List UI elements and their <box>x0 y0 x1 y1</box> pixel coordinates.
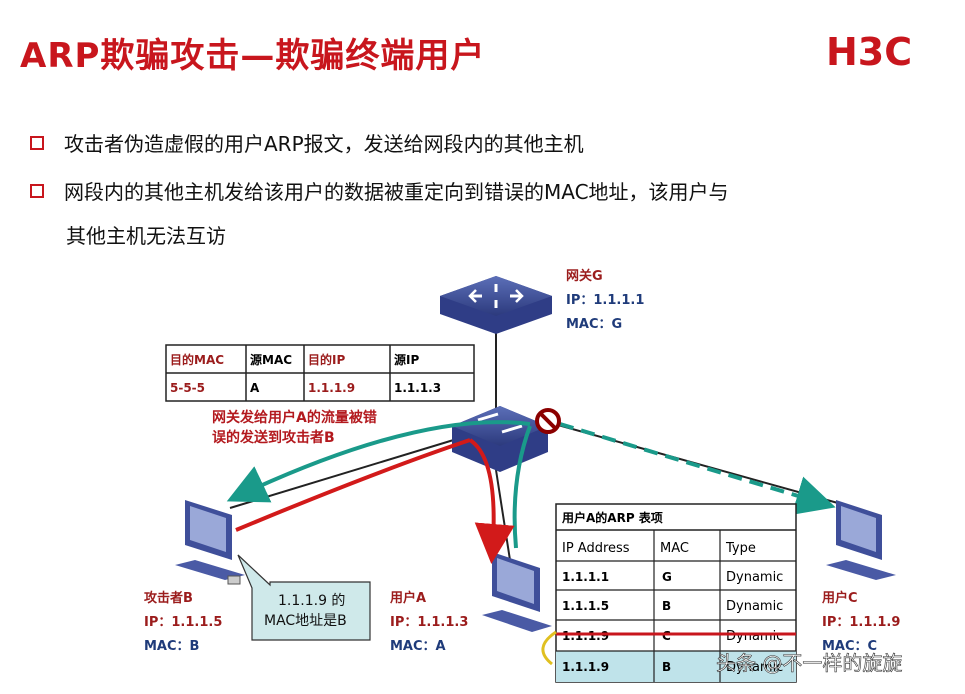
attacker-computer-icon <box>175 500 245 585</box>
packet-cell-dst-mac: 5-5-5 <box>170 381 205 395</box>
user-c-mac: MAC：C <box>822 639 877 654</box>
red-arrow-to-usera <box>468 438 515 564</box>
bullet-item-1: 攻击者伪造虚假的用户ARP报文，发送给网段内的其他主机 <box>30 128 584 157</box>
packet-cell-src-mac: A <box>250 381 260 395</box>
attacker-mac: MAC：B <box>144 639 199 654</box>
user-a-computer-icon <box>482 552 552 632</box>
gateway-ip: IP：1.1.1.1 <box>566 293 644 308</box>
arp-row4-type: Dynamic <box>726 660 783 675</box>
arp-table-title: 用户A的ARP 表项 <box>561 510 663 525</box>
gateway-name: 网关G <box>566 268 603 284</box>
gateway-router-icon <box>440 276 552 334</box>
attacker-name: 攻击者B <box>144 590 193 606</box>
teal-arrow-to-attacker <box>226 420 531 503</box>
watermark: 头条 @不一样的旋旋 <box>716 651 902 675</box>
teal-arrow-to-usera <box>512 425 532 549</box>
bullet-square-icon <box>30 183 44 198</box>
page-title: ARP欺骗攻击—欺骗终端用户 <box>20 36 486 76</box>
arp-row3-type: Dynamic <box>726 629 783 644</box>
callout-line-2: MAC地址是B <box>264 613 347 629</box>
user-c-computer-icon <box>826 500 896 580</box>
switch-icon <box>452 406 548 472</box>
link-switch-usera <box>495 469 511 561</box>
packet-table: 目的MAC 源MAC 目的IP 源IP 5-5-5 A 1.1.1.9 1.1.… <box>165 344 475 402</box>
arp-row4-mac: B <box>662 660 671 674</box>
packet-cell-dst-ip: 1.1.1.9 <box>308 381 355 395</box>
gateway-mac: MAC：G <box>566 317 622 332</box>
user-a-mac: MAC：A <box>390 639 446 654</box>
bullet-text-2: 网段内的其他主机发给该用户的数据被重定向到错误的MAC地址，该用户与 <box>64 180 729 204</box>
red-arrow-attacker-switch <box>235 438 471 532</box>
packet-header-dst-mac: 目的MAC <box>170 352 224 367</box>
arp-row2-ip: 1.1.1.5 <box>562 599 609 613</box>
teal-dashed-arrow-to-userc <box>559 422 836 515</box>
arp-row2-mac: B <box>662 599 671 613</box>
user-a-ip: IP：1.1.1.3 <box>390 615 468 630</box>
user-c-name: 用户C <box>821 590 858 606</box>
user-a-name: 用户A <box>389 590 426 606</box>
blocked-icon <box>535 408 561 434</box>
arp-row-highlight <box>556 651 796 682</box>
packet-cell-src-ip: 1.1.1.3 <box>394 381 441 395</box>
note-line-1: 网关发给用户A的流量被错 <box>212 409 377 426</box>
bullet-item-2: 网段内的其他主机发给该用户的数据被重定向到错误的MAC地址，该用户与 <box>30 176 729 205</box>
callout-line-1: 1.1.1.9 的 <box>278 593 345 609</box>
bullet-square-icon <box>30 135 44 150</box>
arp-row4-ip: 1.1.1.9 <box>562 660 609 674</box>
packet-header-dst-ip: 目的IP <box>308 352 345 367</box>
arp-table: 用户A的ARP 表项 IP Address MAC Type 1.1.1.1 G… <box>541 503 797 683</box>
packet-header-src-mac: 源MAC <box>250 352 292 367</box>
arp-row1-type: Dynamic <box>726 570 783 585</box>
attacker-ip: IP：1.1.1.5 <box>144 615 222 630</box>
arp-row3-mac: C <box>662 629 671 643</box>
note-line-2: 误的发送到攻击者B <box>212 429 335 446</box>
arp-header-ip: IP Address <box>562 541 630 556</box>
bullet-text-2-cont: 其他主机无法互访 <box>66 224 226 248</box>
arp-row3-ip: 1.1.1.9 <box>562 629 609 643</box>
arp-header-type: Type <box>725 541 756 556</box>
arp-header-mac: MAC <box>660 541 689 556</box>
callout-bubble: 1.1.1.9 的 MAC地址是B <box>237 554 371 641</box>
user-c-ip: IP：1.1.1.9 <box>822 615 900 630</box>
bullet-text-1: 攻击者伪造虚假的用户ARP报文，发送给网段内的其他主机 <box>64 132 584 156</box>
packet-header-src-ip: 源IP <box>394 352 419 367</box>
h3c-logo: H3C <box>826 30 913 74</box>
arp-replace-arrow <box>541 630 557 666</box>
arp-row1-mac: G <box>662 570 672 584</box>
arp-row1-ip: 1.1.1.1 <box>562 570 609 584</box>
arp-row2-type: Dynamic <box>726 599 783 614</box>
